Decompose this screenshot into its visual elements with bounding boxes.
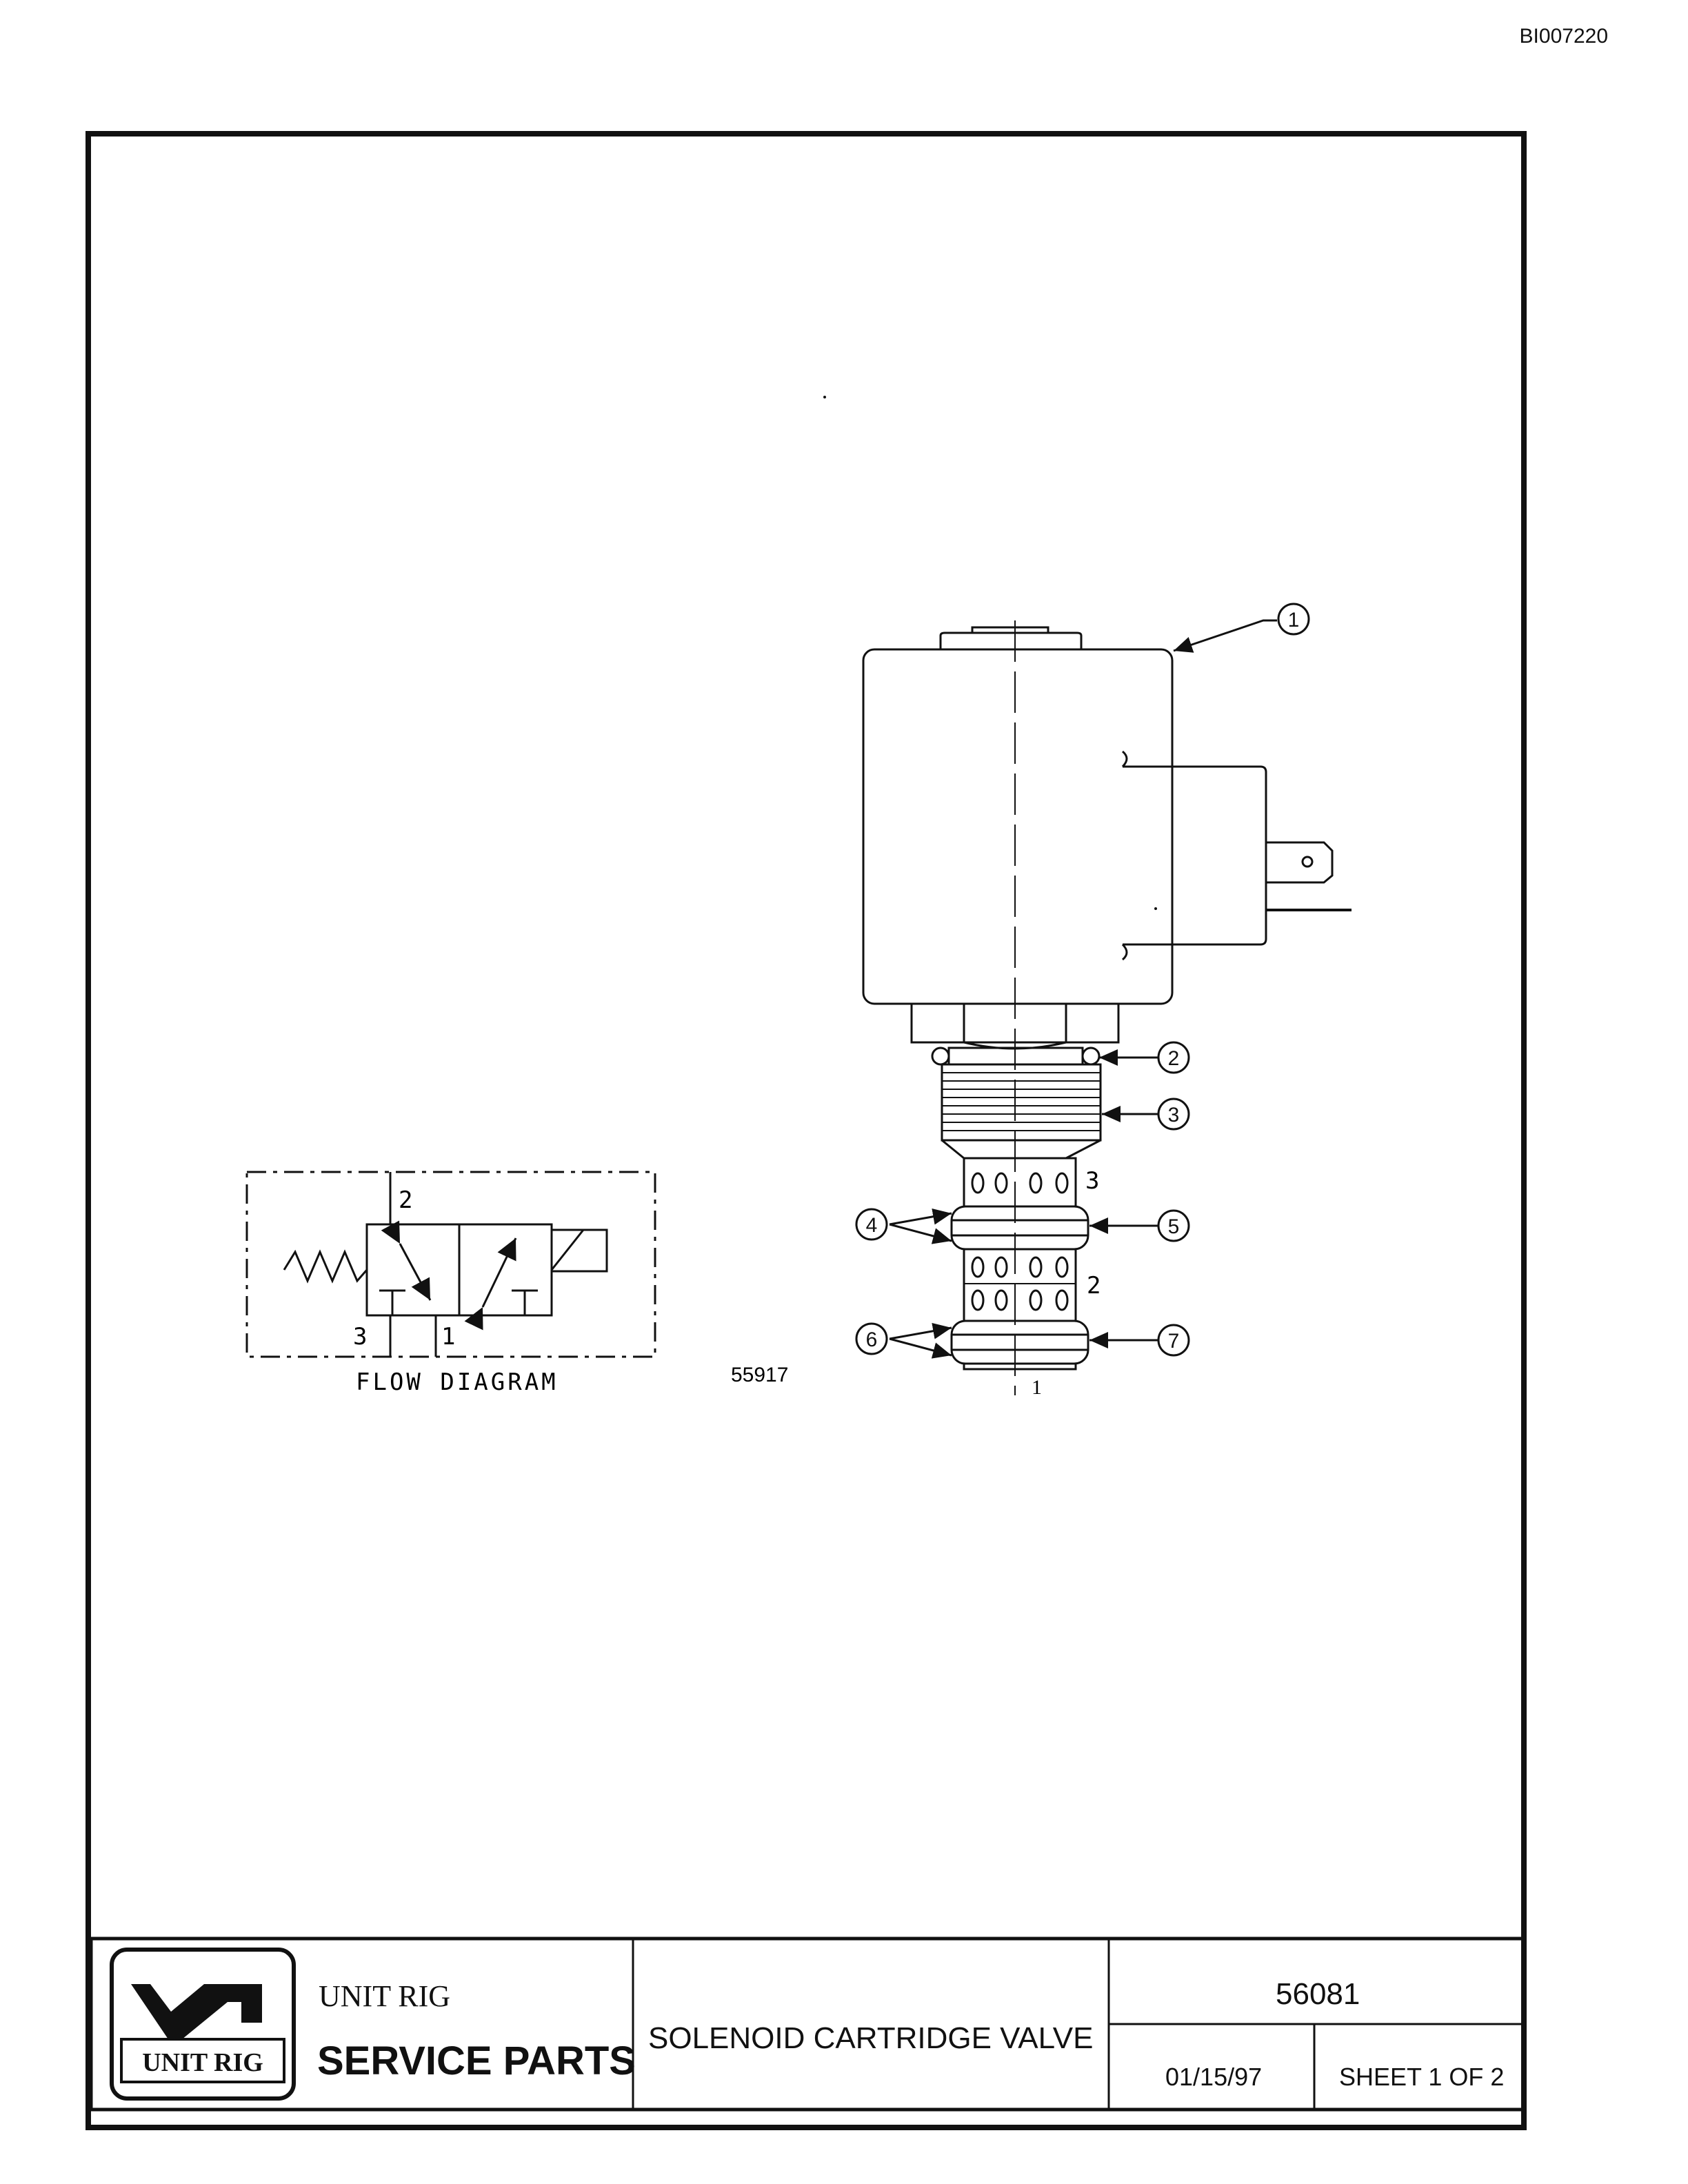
flow-box-right — [458, 1223, 553, 1317]
connector-housing — [1123, 765, 1267, 946]
company-name: UNIT RIG — [319, 1979, 451, 2013]
leader-6a — [889, 1322, 952, 1340]
body-taper — [941, 1139, 1101, 1160]
drawing-frame — [86, 131, 1527, 2130]
drawing-number: 55917 — [731, 1364, 788, 1386]
port-3-section — [963, 1157, 1077, 1208]
flow-diagram-caption: FLOW DIAGRAM — [356, 1368, 559, 1396]
callout-2: 2 — [1168, 1047, 1180, 1070]
scan-dot — [823, 396, 826, 398]
flow-port-3-label: 3 — [353, 1323, 367, 1351]
seal-lower — [950, 1320, 1089, 1365]
valve-drawing — [855, 603, 1352, 1395]
callout-6: 6 — [866, 1328, 878, 1351]
hex-nut — [1065, 1004, 1120, 1044]
valve-tip — [963, 1364, 1077, 1371]
valve-port-1-label: 1 — [1032, 1376, 1042, 1399]
solenoid-symbol — [550, 1228, 608, 1273]
valve-port-2-label: 2 — [1087, 1272, 1101, 1300]
callout-circle-4 — [855, 1208, 888, 1241]
spade-terminal — [1266, 841, 1334, 884]
flow-arrow-right — [464, 1237, 517, 1331]
o-ring-2 — [931, 1046, 950, 1066]
drawing-title: SOLENOID CARTRIDGE VALVE — [648, 2021, 1094, 2055]
part-number: 56081 — [1276, 1977, 1360, 2011]
leader-6b — [889, 1337, 952, 1359]
scan-dot — [1154, 907, 1157, 910]
callout-7: 7 — [1168, 1330, 1180, 1353]
logo-text: UNIT RIG — [142, 2048, 263, 2077]
sheet-number: SHEET 1 OF 2 — [1339, 2063, 1505, 2091]
unit-rig-logo: UNIT RIG — [110, 1948, 296, 2101]
callout-5: 5 — [1168, 1215, 1180, 1238]
thread-section — [941, 1063, 1102, 1142]
callout-circle-7 — [1157, 1324, 1190, 1357]
callout-circle-2 — [1157, 1041, 1190, 1074]
flow-port-2-label: 2 — [399, 1186, 412, 1214]
leader-4b — [889, 1223, 952, 1244]
callout-3: 3 — [1168, 1104, 1180, 1126]
callout-circle-3 — [1157, 1098, 1190, 1131]
callout-circle-1 — [1277, 603, 1310, 636]
service-parts-label: SERVICE PARTS — [317, 2039, 636, 2083]
callout-circle-6 — [855, 1322, 888, 1355]
flow-port-1-label: 1 — [441, 1323, 455, 1351]
callout-circle-5 — [1157, 1209, 1190, 1242]
flow-diagram — [245, 1171, 656, 1358]
top-nut — [939, 631, 1083, 649]
spring-symbol — [283, 1249, 368, 1284]
document-id: BI007220 — [1519, 25, 1608, 48]
leader-4a — [889, 1208, 952, 1226]
terminal-hole — [1301, 856, 1314, 868]
revision-date: 01/15/97 — [1165, 2063, 1263, 2091]
callout-4: 4 — [866, 1214, 878, 1237]
valve-port-3-label: 3 — [1085, 1167, 1099, 1195]
flow-boundary — [245, 1171, 656, 1358]
seal-upper — [950, 1205, 1089, 1251]
coil-body — [862, 648, 1174, 1005]
title-block-lines — [89, 1937, 1526, 2112]
leader-1 — [1173, 619, 1277, 653]
flow-arrow-left — [381, 1220, 432, 1301]
callout-1: 1 — [1288, 609, 1300, 631]
